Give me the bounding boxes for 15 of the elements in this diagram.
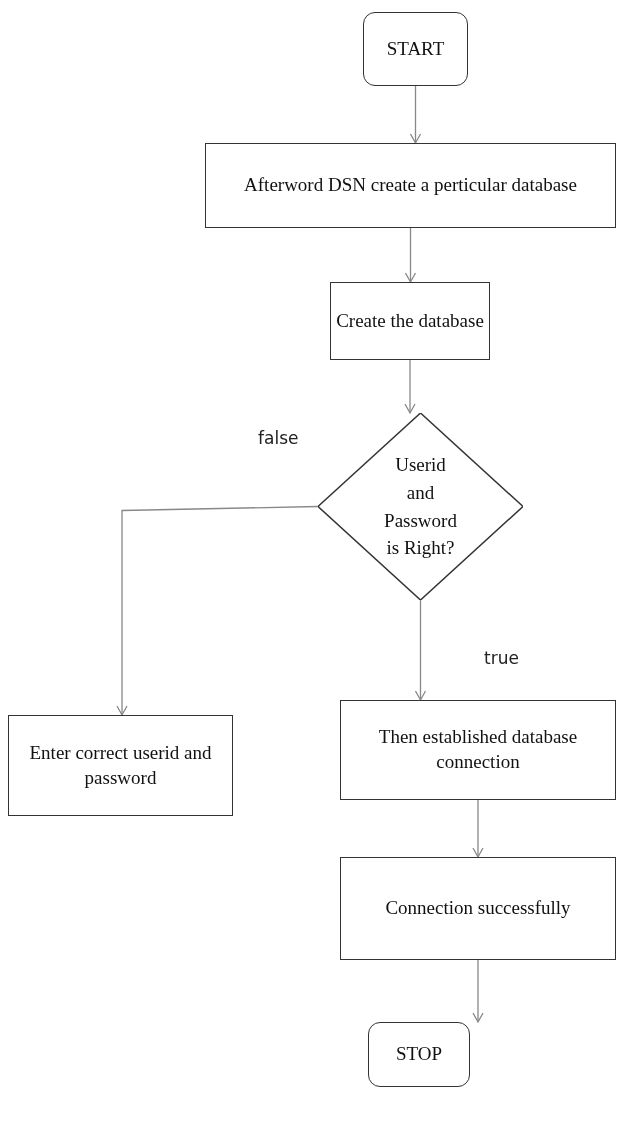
terminal-box: START [363, 12, 468, 86]
arrow [472, 959, 484, 1023]
process-box: Then established database connection [340, 700, 616, 800]
arrow [472, 799, 484, 858]
decision-text: Userid and Password is Right? [383, 453, 458, 561]
arrow [414, 599, 427, 701]
terminal-box: STOP [368, 1022, 470, 1087]
process-box: Afterword DSN create a perticular database [205, 143, 616, 228]
arrow [116, 505, 319, 716]
arrow [404, 359, 416, 414]
process-box: Enter correct userid and password [8, 715, 233, 816]
process-box: Create the database [330, 282, 490, 360]
arrow [409, 85, 422, 144]
arrow [404, 227, 417, 283]
process-box: Connection successfully [340, 857, 616, 960]
